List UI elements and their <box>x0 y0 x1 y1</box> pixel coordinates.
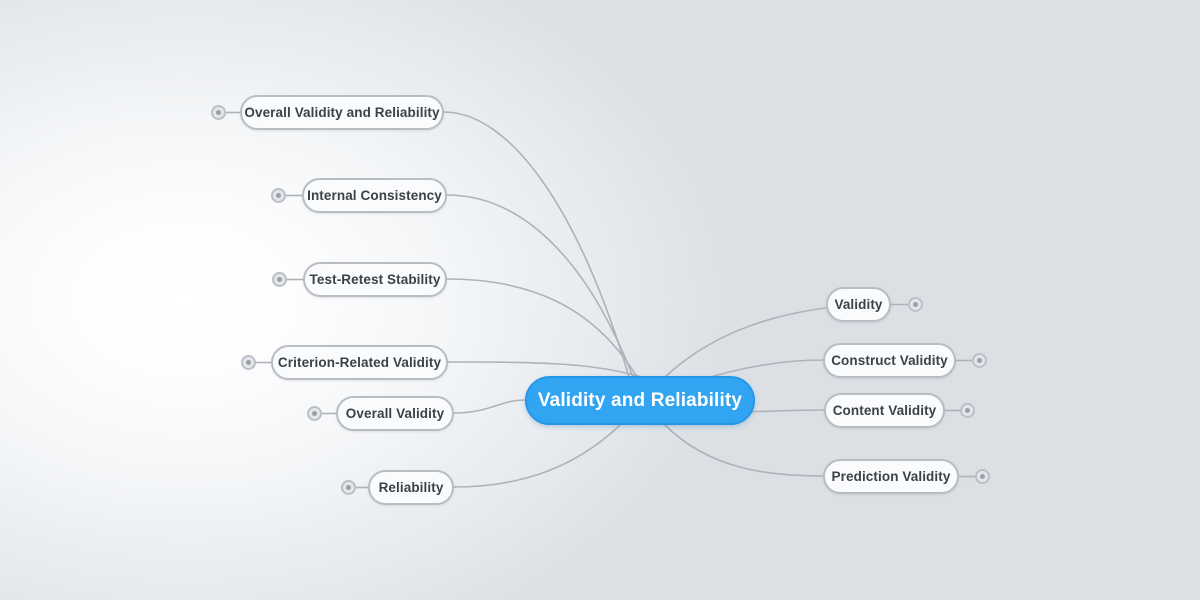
collapse-handle-content-validity[interactable] <box>960 403 975 418</box>
node-label: Content Validity <box>832 403 937 418</box>
node-overall-validity[interactable]: Overall Validity <box>336 396 454 431</box>
handle-dot-icon <box>977 358 982 363</box>
node-prediction-validity[interactable]: Prediction Validity <box>823 459 959 494</box>
node-label: Test-Retest Stability <box>309 272 441 287</box>
node-label: Reliability <box>378 480 444 495</box>
collapse-handle-overall-validity-and-reliability[interactable] <box>211 105 226 120</box>
node-overall-validity-and-reliability[interactable]: Overall Validity and Reliability <box>240 95 444 130</box>
handle-dot-icon <box>277 277 282 282</box>
collapse-handle-construct-validity[interactable] <box>972 353 987 368</box>
node-reliability[interactable]: Reliability <box>368 470 454 505</box>
edge-test-retest-stability <box>446 278 638 378</box>
collapse-handle-internal-consistency[interactable] <box>271 188 286 203</box>
edge-criterion-related-validity <box>447 361 642 378</box>
edge-overall-validity <box>453 399 526 414</box>
handle-dot-icon <box>246 360 251 365</box>
node-label: Overall Validity <box>345 406 445 421</box>
node-label: Validity <box>834 297 883 312</box>
handle-dot-icon <box>965 408 970 413</box>
edge-prediction-validity <box>664 424 824 477</box>
handle-dot-icon <box>276 193 281 198</box>
handle-dot-icon <box>913 302 918 307</box>
edge-internal-consistency <box>446 194 634 378</box>
collapse-handle-overall-validity[interactable] <box>307 406 322 421</box>
handle-dot-icon <box>346 485 351 490</box>
edge-overall-validity-and-reliability <box>443 111 630 378</box>
node-construct-validity[interactable]: Construct Validity <box>823 343 956 378</box>
node-criterion-related-validity[interactable]: Criterion-Related Validity <box>271 345 448 380</box>
edge-reliability <box>453 424 621 488</box>
handle-dot-icon <box>216 110 221 115</box>
node-internal-consistency[interactable]: Internal Consistency <box>302 178 447 213</box>
collapse-handle-reliability[interactable] <box>341 480 356 495</box>
collapse-handle-criterion-related-validity[interactable] <box>241 355 256 370</box>
collapse-handle-validity[interactable] <box>908 297 923 312</box>
node-label: Construct Validity <box>831 353 948 368</box>
handle-dot-icon <box>980 474 985 479</box>
node-test-retest-stability[interactable]: Test-Retest Stability <box>303 262 447 297</box>
node-label: Overall Validity and Reliability <box>244 105 440 120</box>
collapse-handle-prediction-validity[interactable] <box>975 469 990 484</box>
node-label: Internal Consistency <box>307 188 442 203</box>
node-validity[interactable]: Validity <box>826 287 891 322</box>
node-central-validity-and-reliability[interactable]: Validity and Reliability <box>525 376 755 425</box>
node-label: Prediction Validity <box>831 469 951 484</box>
handle-dot-icon <box>312 411 317 416</box>
node-label: Criterion-Related Validity <box>277 355 442 370</box>
collapse-handle-test-retest-stability[interactable] <box>272 272 287 287</box>
node-content-validity[interactable]: Content Validity <box>824 393 945 428</box>
central-node-label: Validity and Reliability <box>537 389 743 411</box>
